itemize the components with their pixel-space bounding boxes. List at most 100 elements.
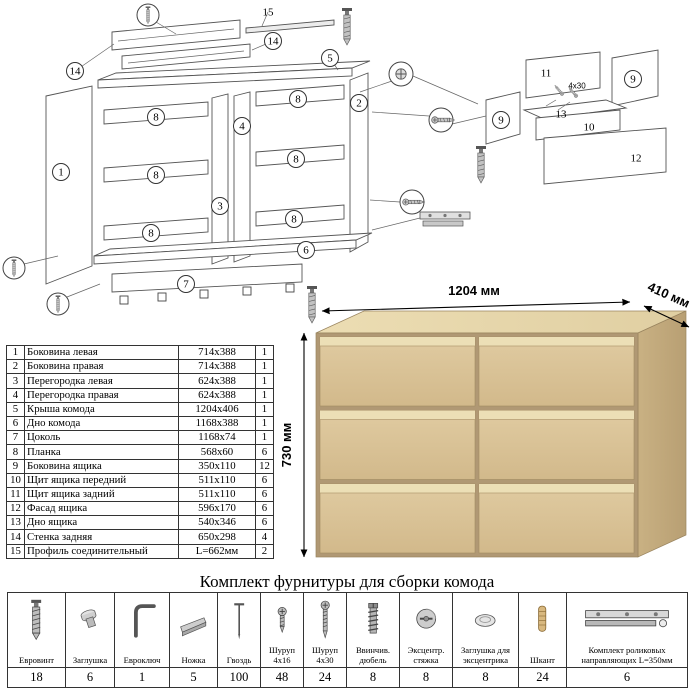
diagram-callout-label: 14	[70, 65, 82, 77]
part-drawer-bottom	[522, 99, 628, 120]
part-name: Планка	[24, 444, 179, 460]
part-back-panel-slat-2	[121, 43, 251, 70]
part-qty: 1	[255, 430, 274, 446]
diagram-callout-label: 1	[58, 166, 64, 178]
part-qty: 6	[255, 486, 274, 503]
screw-4x16-icon	[261, 593, 303, 645]
part-plinth	[111, 263, 303, 293]
part-name: Цоколь	[24, 430, 179, 446]
hardware-item-label: Заглушка	[72, 654, 108, 665]
part-name: Профиль соединительный	[24, 543, 179, 559]
part-num: 6	[6, 415, 25, 432]
hardware-item: Ввинчив. дюбель	[346, 592, 400, 668]
part-name: Боковина ящика	[24, 458, 179, 474]
drawer-fronts	[319, 336, 635, 554]
roller-guide-part	[419, 211, 471, 227]
diagram-callout-label: 4x30	[568, 82, 586, 91]
diagram-callout-label: 5	[327, 52, 333, 64]
part-num: 12	[6, 501, 25, 517]
part-qty: 6	[255, 444, 274, 460]
part-size: 1204x406	[178, 401, 256, 417]
diagram-callout-label: 8	[153, 169, 159, 181]
diagram-callout-label: 8	[291, 213, 297, 225]
cam-lock-icon	[400, 593, 452, 645]
hardware-item-qty: 24	[518, 667, 567, 688]
hardware-item: Шкант	[518, 592, 567, 668]
part-name: Щит ящика задний	[24, 486, 179, 503]
callout-circle	[211, 197, 229, 215]
diagram-callout-label: 3	[217, 200, 223, 212]
height-dimension-label: 730 мм	[279, 423, 294, 468]
part-size: 1168x388	[178, 415, 256, 432]
part-left-side-panel	[45, 85, 93, 285]
hardware-item-qty: 6	[566, 667, 688, 688]
hex-key-icon	[115, 593, 169, 645]
callout-circle	[289, 90, 307, 108]
part-top-panel-edge	[97, 67, 353, 89]
callout-circle	[66, 62, 84, 80]
plug-icon	[66, 593, 114, 645]
diagram-callout-label: 8	[153, 111, 159, 123]
hardware-item-label: Евроключ	[123, 654, 161, 665]
hardware-item-qty: 8	[346, 667, 400, 688]
hardware-item: Ножка	[169, 592, 218, 668]
roller-guides-icon	[567, 593, 687, 645]
diagram-callout-label: 12	[631, 152, 642, 164]
nail-icon	[218, 593, 260, 645]
part-size: 540x346	[178, 515, 256, 531]
part-qty: 12	[255, 458, 274, 474]
hardware-kit-title: Комплект фурнитуры для сборки комода	[199, 572, 495, 591]
part-legs	[119, 283, 295, 305]
screw-4x30-icon	[304, 593, 346, 645]
dimension-width: 1204 мм	[321, 283, 631, 315]
depth-dimension-label: 410 мм	[645, 282, 692, 311]
part-qty: 2	[255, 543, 274, 559]
part-num: 15	[6, 543, 25, 559]
hardware-item: Гвоздь	[217, 592, 261, 668]
hardware-item-qty: 6	[65, 667, 115, 688]
part-num: 1	[6, 344, 25, 361]
width-dimension-label: 1204 мм	[448, 283, 500, 298]
part-size: 624x388	[178, 373, 256, 389]
part-num: 13	[6, 515, 25, 531]
part-num: 14	[6, 529, 25, 545]
part-size: 596x170	[178, 501, 256, 517]
part-name: Дно комода	[24, 415, 179, 432]
hardware-item: Заглушка	[65, 592, 115, 668]
diagram-callout-label: 6	[303, 244, 309, 256]
diagram-callout-label: 8	[293, 153, 299, 165]
part-drawer-facade	[543, 127, 667, 185]
part-name: Щит ящика передний	[24, 472, 179, 488]
hardware-item: Шуруп 4x16	[260, 592, 304, 668]
part-name: Фасад ящика	[24, 501, 179, 517]
part-size: 1168x74	[178, 430, 256, 446]
hardware-item-qty: 8	[452, 667, 519, 688]
part-right-side-panel	[349, 72, 369, 253]
hardware-item-qty: 100	[217, 667, 261, 688]
part-size: 624x388	[178, 387, 256, 403]
part-num: 5	[6, 401, 25, 417]
diagram-callout-label: 2	[356, 97, 362, 109]
callout-circle	[52, 163, 70, 181]
part-name: Боковина правая	[24, 359, 179, 375]
hardware-item: Евроключ	[114, 592, 170, 668]
drawer-front	[319, 410, 476, 480]
part-size: 650x298	[178, 529, 256, 545]
drawer-front	[319, 336, 476, 407]
hardware-item-label: Комплект роликовых направляющих L=350мм	[581, 645, 673, 665]
hardware-details	[2, 3, 487, 324]
part-name: Перегородка левая	[24, 373, 179, 389]
hardware-item-qty: 5	[169, 667, 218, 688]
part-qty: 1	[255, 359, 274, 375]
diagram-callout-label: 8	[148, 227, 154, 239]
callout-circle	[177, 275, 195, 293]
part-qty: 1	[255, 415, 274, 432]
